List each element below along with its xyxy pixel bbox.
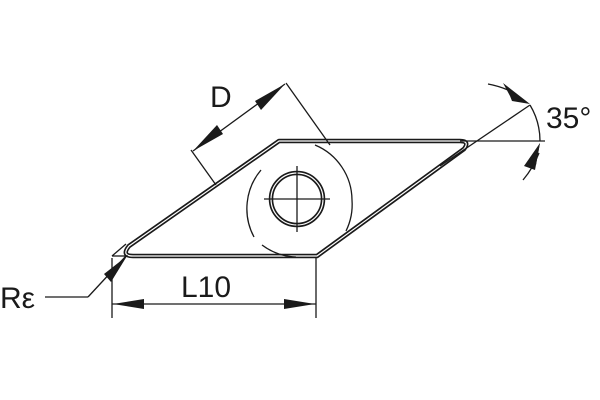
diameter-dimension <box>190 82 331 186</box>
inscribed-circle <box>246 144 353 258</box>
edge-length-label: L10 <box>181 271 231 304</box>
center-hole <box>264 166 330 232</box>
angle-label: 35° <box>546 102 591 135</box>
corner-radius-leader <box>45 243 128 298</box>
corner-radius-label: Rε <box>0 282 35 315</box>
diameter-label: D <box>210 81 232 114</box>
angle-dimension <box>439 83 545 181</box>
